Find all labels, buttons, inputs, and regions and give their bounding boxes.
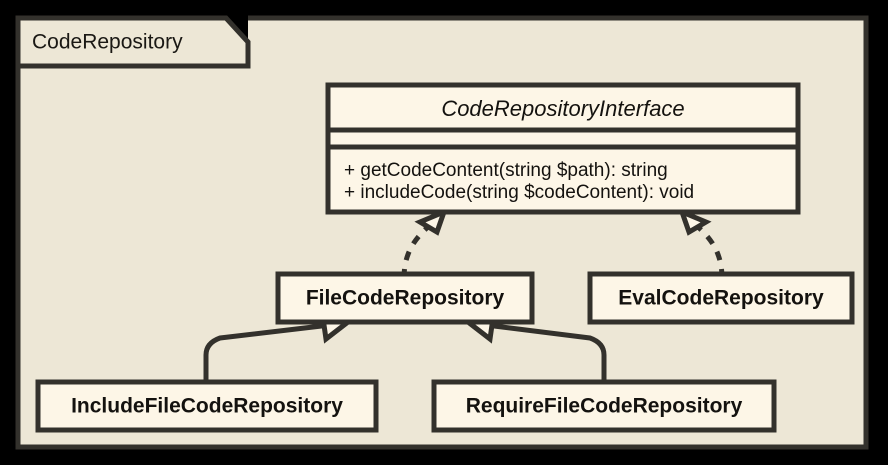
class-box-includefilecoderepository[interactable]: IncludeFileCodeRepository xyxy=(35,379,379,433)
package-label: CodeRepository xyxy=(32,31,183,54)
package-tab-outline xyxy=(15,15,251,69)
package-body-outline xyxy=(15,15,869,450)
class-box-coderepositoryinterface[interactable]: CodeRepositoryInterface + getCodeContent… xyxy=(325,82,801,215)
requirefilecoderepository-label: RequireFileCodeRepository xyxy=(466,395,743,418)
class-box-filecoderepository[interactable]: FileCodeRepository xyxy=(275,271,535,325)
realization-file-to-interface xyxy=(401,207,449,279)
interface-title: CodeRepositoryInterface xyxy=(441,96,684,121)
includefilecoderepository-fill xyxy=(38,382,376,430)
generalization-includefile-line xyxy=(203,322,331,382)
includefilecoderepository-outline xyxy=(35,379,379,433)
filecoderepository-outline xyxy=(275,271,535,325)
filecoderepository-fill xyxy=(278,274,532,322)
realization-eval-arrowhead xyxy=(677,207,712,236)
interface-method-1: + includeCode(string $codeContent): void xyxy=(344,182,694,203)
class-box-evalcoderepository[interactable]: EvalCodeRepository xyxy=(587,271,855,325)
interface-method-0: + getCodeContent(string $path): string xyxy=(344,160,668,181)
realization-eval-to-interface xyxy=(677,207,725,279)
package-tab-fill xyxy=(18,18,248,66)
filecoderepository-label: FileCodeRepository xyxy=(306,287,505,310)
includefilecoderepository-label: IncludeFileCodeRepository xyxy=(71,395,343,418)
realization-file-arrowhead xyxy=(414,207,449,236)
class-box-requirefilecoderepository[interactable]: RequireFileCodeRepository xyxy=(431,379,777,433)
evalcoderepository-outline xyxy=(587,271,855,325)
requirefilecoderepository-fill xyxy=(434,382,774,430)
requirefilecoderepository-outline xyxy=(431,379,777,433)
generalization-requirefile-line xyxy=(485,322,607,382)
evalcoderepository-label: EvalCodeRepository xyxy=(618,287,824,310)
evalcoderepository-fill xyxy=(590,274,852,322)
